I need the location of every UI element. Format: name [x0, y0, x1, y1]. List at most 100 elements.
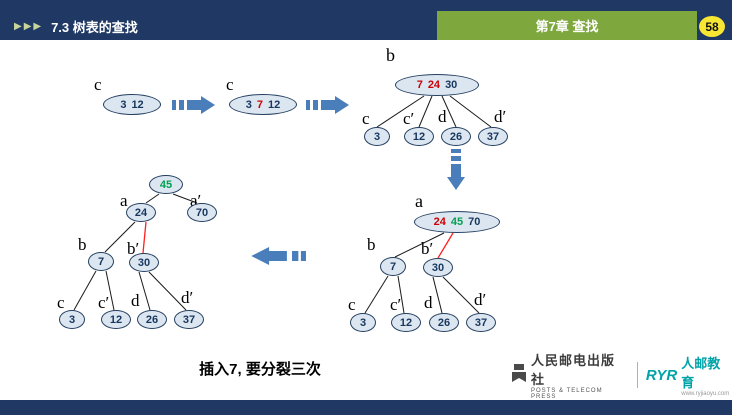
node-value: 26 [437, 316, 451, 329]
node-label: c′ [403, 109, 415, 128]
btree-leaf-node: 26 [137, 310, 167, 329]
node-value-median: 45 [450, 216, 464, 228]
btree-node: 7 [380, 257, 406, 276]
node-label: b [78, 235, 87, 254]
brand-text: 人邮教育 www.ryjiaoyu.com [681, 353, 732, 397]
publisher-logo: 人民邮电出版社 POSTS & TELECOM PRESS [512, 350, 629, 400]
tree1-edges [376, 95, 492, 128]
publisher-name-en: POSTS & TELECOM PRESS [531, 388, 603, 400]
node-value: 3 [68, 313, 76, 326]
btree-node: 30 [423, 258, 453, 277]
node-value: 12 [109, 313, 123, 326]
publisher-text: 人民邮电出版社 POSTS & TELECOM PRESS [531, 350, 629, 400]
btree-node: 70 [187, 203, 217, 222]
node-value: 30 [431, 261, 445, 274]
btree-root-node: 7 24 30 [395, 74, 479, 96]
node-label: c′ [98, 293, 110, 312]
node-value: 7 [97, 255, 105, 268]
node-value-inserted: 7 [256, 98, 263, 111]
publisher-name-cn: 人民邮电出版社 [531, 353, 616, 387]
btree-leaf-node: 12 [391, 313, 421, 332]
node-label: d′ [181, 288, 194, 307]
node-label: a [415, 191, 423, 211]
node-label: b′ [127, 239, 140, 258]
logo-divider [636, 362, 638, 388]
block-arrow-right-icon [172, 95, 216, 115]
block-arrow-down-icon [446, 149, 466, 191]
node-value-median: 45 [159, 178, 173, 191]
node-value: 3 [373, 130, 381, 143]
brand-logo: RYR 人邮教育 www.ryjiaoyu.com [646, 353, 732, 397]
node-value: 3 [359, 316, 367, 329]
section-title: 7.3 树表的查找 [51, 19, 138, 35]
block-arrow-left-icon [250, 246, 306, 266]
btree-leaf-node: 37 [466, 313, 496, 332]
btree-node: 3 7 12 [229, 94, 297, 115]
node-value: 7 [389, 260, 397, 273]
btree-root-node: 45 [149, 175, 183, 194]
node-value: 12 [131, 98, 144, 111]
btree-leaf-node: 3 [59, 310, 85, 329]
node-label: b [367, 235, 376, 254]
node-label: b′ [421, 239, 434, 258]
node-value: 37 [182, 313, 196, 326]
btree-node: 30 [129, 253, 159, 272]
node-value: 70 [468, 216, 481, 228]
node-value: 30 [445, 79, 458, 91]
node-value: 24 [134, 206, 148, 219]
node-value: 12 [268, 98, 281, 111]
node-label: c [348, 295, 356, 314]
node-value: 26 [449, 130, 463, 143]
node-value: 37 [486, 130, 500, 143]
btree-leaf-node: 37 [174, 310, 204, 329]
btree-node: 24 [126, 203, 156, 222]
header-bar: ▶▶▶ 7.3 树表的查找 第7章 查找 58 [0, 0, 732, 40]
node-value: 26 [145, 313, 159, 326]
node-label: a′ [190, 191, 202, 210]
footer-bar [0, 400, 732, 415]
node-label: c [57, 293, 65, 312]
node-label: d′ [474, 290, 487, 309]
btree-leaf-node: 3 [364, 127, 390, 146]
publisher-logo-icon [512, 363, 526, 387]
btree-leaf-node: 26 [441, 127, 471, 146]
btree-root-node: 24 45 70 [414, 211, 500, 233]
node-label: d [131, 291, 140, 310]
node-label: c [362, 109, 370, 128]
node-value-promoted: 7 [416, 79, 423, 91]
node-value: 37 [474, 316, 488, 329]
caption: 插入7, 要分裂三次 [199, 361, 321, 378]
node-label: a [120, 191, 128, 210]
header-left: ▶▶▶ 7.3 树表的查找 [14, 13, 138, 39]
brand-url: www.ryjiaoyu.com [681, 391, 730, 397]
node-label: b [386, 45, 395, 65]
node-value: 70 [195, 206, 209, 219]
block-arrow-right-icon [306, 95, 350, 115]
page-number-badge: 58 [699, 16, 725, 37]
brand-name: 人邮教育 [681, 356, 721, 390]
node-value-promoted: 24 [427, 79, 441, 91]
node-value: 30 [137, 256, 151, 269]
btree-node: 7 [88, 252, 114, 271]
node-label: c′ [390, 295, 402, 314]
node-value: 3 [245, 98, 252, 111]
footer-logos: 人民邮电出版社 POSTS & TELECOM PRESS RYR 人邮教育 w… [512, 353, 732, 400]
btree-leaf-node: 3 [350, 313, 376, 332]
btree-leaf-node: 37 [478, 127, 508, 146]
node-value: 12 [399, 316, 413, 329]
btree-leaf-node: 26 [429, 313, 459, 332]
node-label: d [438, 107, 447, 126]
node-label: c [94, 75, 102, 94]
btree-node: 3 12 [103, 94, 161, 115]
node-value: 3 [120, 98, 127, 111]
node-label: c [226, 75, 234, 94]
btree-leaf-node: 12 [101, 310, 131, 329]
node-value: 12 [412, 130, 426, 143]
node-value-promoted: 24 [433, 216, 446, 228]
node-label: d [424, 293, 433, 312]
btree-leaf-node: 12 [404, 127, 434, 146]
chapter-band: 第7章 查找 [437, 11, 697, 40]
chevron-arrows-icon: ▶▶▶ [14, 20, 44, 32]
brand-logo-icon: RYR [645, 366, 678, 384]
